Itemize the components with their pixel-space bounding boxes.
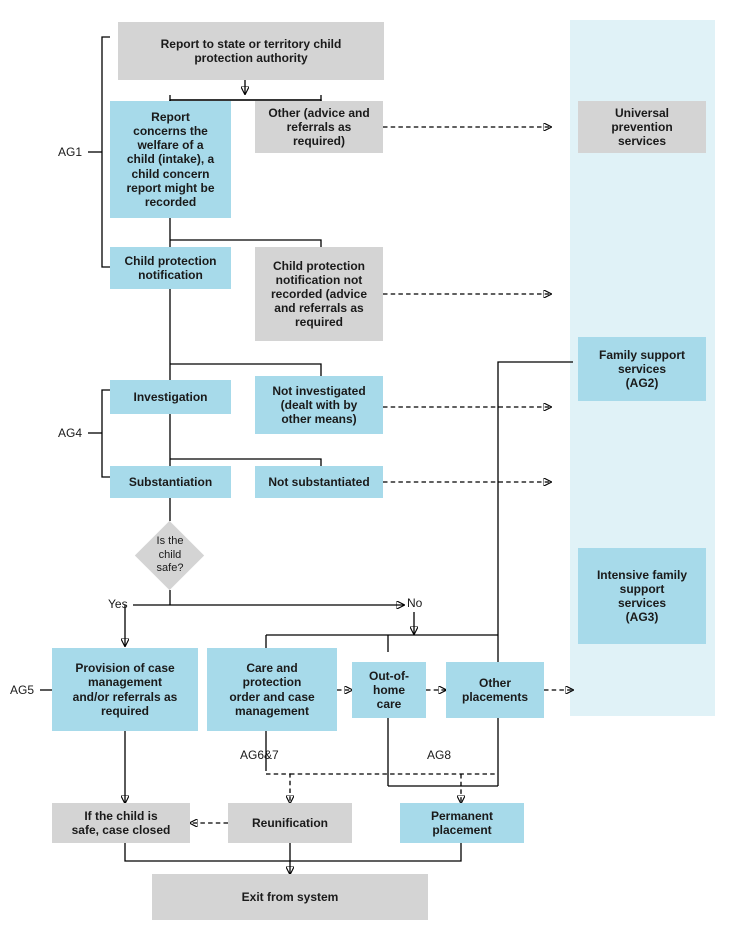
node-report-concerns: Report concerns the welfare of a child (… [110, 101, 231, 218]
node-other-placements: Other placements [446, 662, 544, 718]
node-care-protection-order: Care and protection order and case manag… [207, 648, 337, 731]
label-ag5: AG5 [10, 683, 35, 697]
label-ag1: AG1 [58, 145, 83, 159]
node-not-investigated: Not investigated (dealt with by other me… [255, 376, 383, 434]
node-exit-from-system: Exit from system [152, 874, 428, 920]
node-substantiation: Substantiation [110, 466, 231, 498]
node-family-support-services: Family support services (AG2) [578, 337, 706, 401]
label-yes: Yes [108, 597, 128, 611]
node-cp-notification: Child protection notification [110, 247, 231, 289]
label-ag4: AG4 [58, 426, 83, 440]
node-child-safe-case-closed: If the child is safe, case closed [52, 803, 190, 843]
label-ag8: AG8 [427, 748, 452, 762]
node-intensive-family-support-services: Intensive family support services (AG3) [578, 548, 706, 644]
node-not-substantiated: Not substantiated [255, 466, 383, 498]
node-permanent-placement: Permanent placement [400, 803, 524, 843]
node-report-authority: Report to state or territory child prote… [118, 22, 384, 80]
node-reunification: Reunification [228, 803, 352, 843]
node-investigation: Investigation [110, 380, 231, 414]
label-ag6-7: AG6&7 [240, 748, 279, 762]
node-cp-not-recorded: Child protection notification not record… [255, 247, 383, 341]
node-other-advice: Other (advice and referrals as required) [255, 101, 383, 153]
node-out-of-home-care: Out-of- home care [352, 662, 426, 718]
decision-child-safe-label: Is the child safe? [156, 535, 184, 575]
node-universal-prevention-services: Universal prevention services [578, 101, 706, 153]
node-provision-case-management: Provision of case management and/or refe… [52, 648, 198, 731]
label-no: No [407, 596, 423, 610]
